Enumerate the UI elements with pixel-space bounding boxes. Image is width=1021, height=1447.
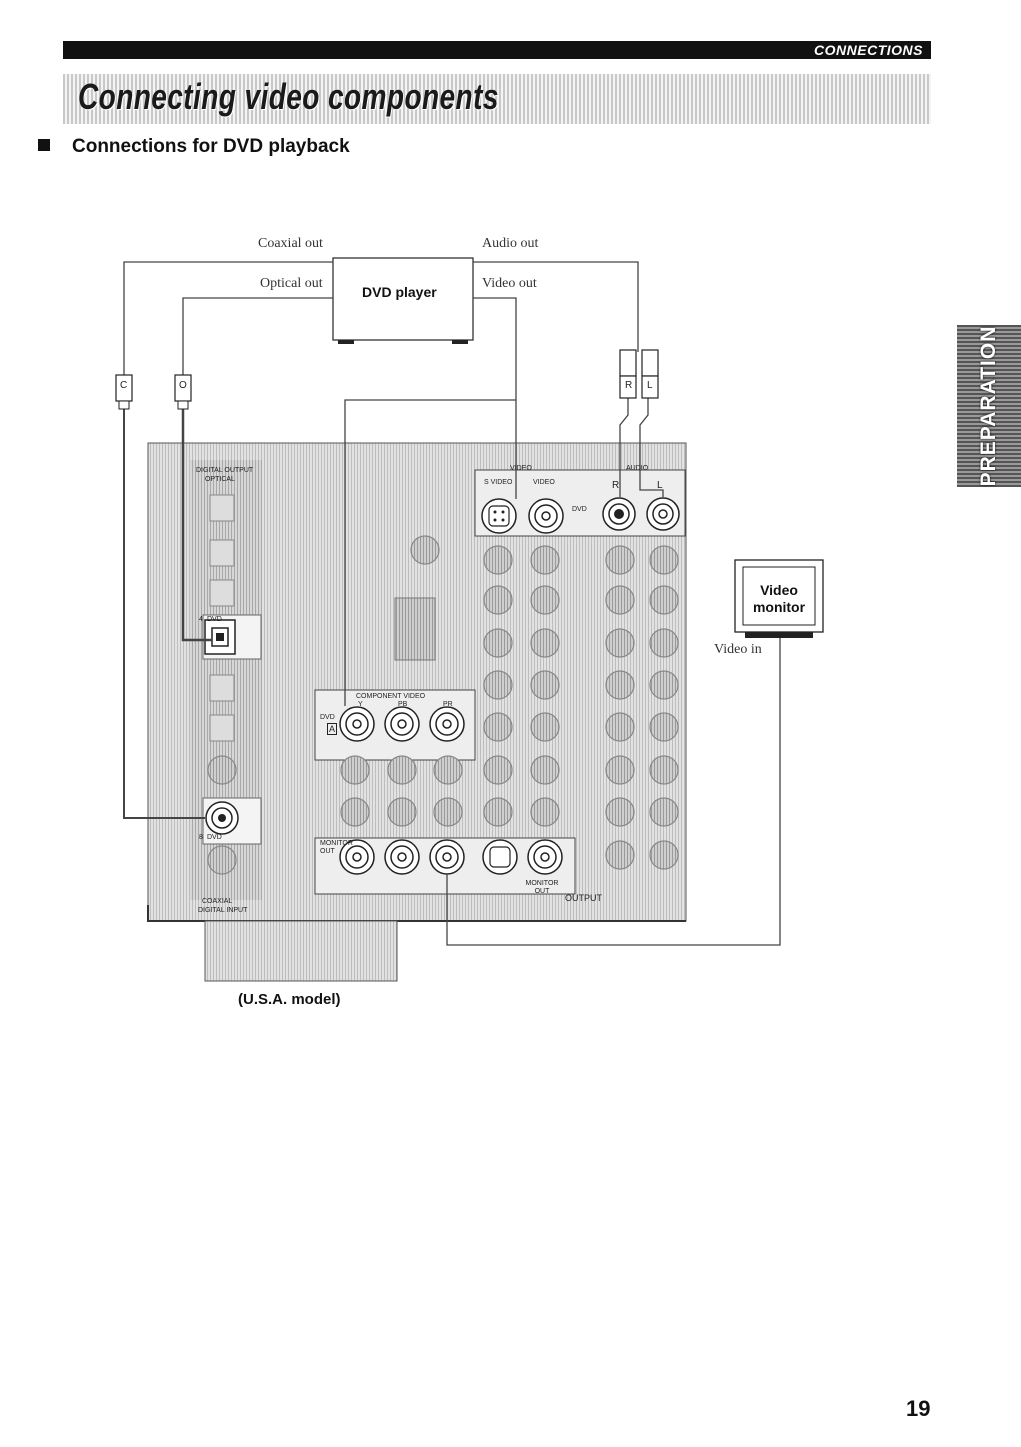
- optical-cable-top: [182, 297, 333, 378]
- title-band: [63, 74, 931, 124]
- video-cable-top: [473, 297, 517, 499]
- right-plug-letter: R: [625, 380, 633, 391]
- coaxial-label: COAXIAL: [202, 898, 233, 905]
- video-jack-label: VIDEO: [533, 479, 555, 486]
- s-video-label: S VIDEO: [484, 479, 513, 486]
- subsection-title: Connections for DVD playback: [72, 136, 350, 157]
- audio-l-label: L: [657, 480, 663, 491]
- monitor-cable: [446, 637, 781, 946]
- subsection-heading: Connections for DVD playback: [38, 136, 350, 158]
- audio-out-label: Audio out: [482, 236, 539, 251]
- optical-cable-bottom: [181, 400, 212, 642]
- dvd-player: [332, 257, 474, 344]
- video-out-label: Video out: [482, 276, 537, 291]
- audio-right-dvd-jack: [602, 497, 636, 531]
- coaxial-dvd-jack: [205, 801, 239, 835]
- audio-cable-l: [639, 352, 664, 497]
- page-number: 19: [906, 1396, 931, 1421]
- optical-plug-letter: O: [179, 380, 187, 391]
- optical-dvd-num: 4: [199, 616, 203, 623]
- audio-group-label: AUDIO: [626, 465, 649, 472]
- component-video-label: COMPONENT VIDEO: [356, 693, 426, 700]
- digital-input-label: DIGITAL INPUT: [198, 907, 248, 914]
- receiver-rear-panel: [147, 442, 687, 982]
- optical-out-label: Optical out: [260, 276, 323, 291]
- comp-y-label: Y: [358, 701, 363, 708]
- monitor-out-label: MONITOR OUT: [525, 880, 559, 895]
- dvd-player-label: DVD player: [362, 284, 437, 300]
- header-bar: CONNECTIONS: [63, 41, 931, 59]
- digital-output-label: DIGITAL OUTPUT: [196, 467, 254, 474]
- video-monitor: [734, 559, 824, 638]
- rca-jack-grid: [207, 494, 679, 875]
- video-in-label: Video in: [714, 642, 762, 657]
- dvd-row-label: DVD: [572, 506, 587, 513]
- coaxial-plug-letter: C: [120, 380, 128, 391]
- bullet-square-icon: [38, 139, 50, 151]
- coaxial-cable-bottom: [123, 400, 205, 819]
- output-label: OUTPUT: [565, 893, 602, 903]
- optical-dvd-jack: [204, 619, 236, 655]
- coaxial-dvd-label: DVD: [207, 834, 222, 841]
- audio-left-dvd-jack: [646, 497, 680, 531]
- video-group-label: VIDEO: [510, 465, 532, 472]
- optical-dvd-label: DVD: [207, 616, 222, 623]
- s-video-dvd-jack: [481, 498, 517, 534]
- comp-a-label: A: [327, 723, 338, 735]
- comp-pr-label: PR: [443, 701, 453, 708]
- coaxial-plug: [115, 374, 133, 410]
- optical-plug: [174, 374, 192, 410]
- comp-dvd-label: DVD: [320, 714, 335, 721]
- coaxial-cable-top: [123, 261, 333, 378]
- model-caption: (U.S.A. model): [238, 991, 341, 1008]
- audio-plugs: [619, 349, 659, 399]
- side-tab: [957, 325, 1021, 487]
- page-title: Connecting video components: [78, 76, 499, 117]
- left-plug-letter: L: [647, 380, 653, 391]
- audio-r-label: R: [612, 480, 620, 491]
- component-video-jacks: [339, 706, 465, 742]
- coaxial-dvd-num: 8: [199, 834, 203, 841]
- section-label: CONNECTIONS: [814, 42, 923, 58]
- monitor-out-left-label: MONITOR OUT: [320, 840, 353, 855]
- cables: [123, 261, 781, 946]
- coaxial-out-label: Coaxial out: [258, 236, 323, 251]
- component-cable: [344, 399, 516, 706]
- composite-video-dvd-jack: [528, 498, 564, 534]
- comp-pb-label: PB: [398, 701, 408, 708]
- audio-cable-top: [473, 261, 639, 352]
- monitor-out-jacks: [339, 839, 563, 875]
- video-monitor-label: Video monitor: [752, 582, 806, 615]
- optical-label: OPTICAL: [205, 476, 235, 483]
